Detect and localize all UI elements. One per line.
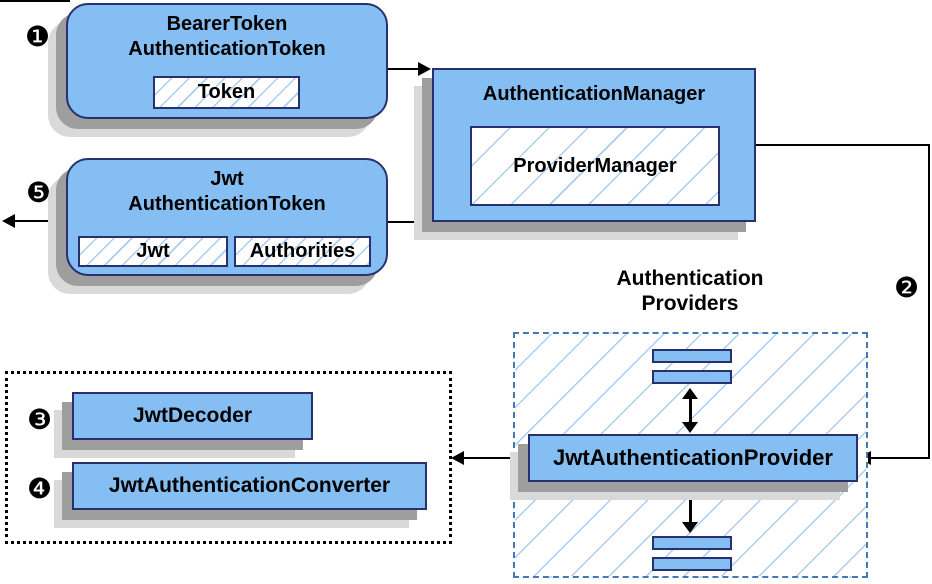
- flow-line-manager-to-jwt: [388, 221, 433, 223]
- bearer-token-box-title: BearerToken AuthenticationToken: [68, 12, 386, 62]
- step-1-badge: ❶: [25, 21, 51, 52]
- provider-manager-chip: ProviderManager: [470, 126, 720, 206]
- authentication-manager-box: AuthenticationManager ProviderManager: [432, 68, 756, 222]
- jwt-token-box-title: Jwt AuthenticationToken: [68, 167, 386, 217]
- authorities-chip: Authorities: [234, 236, 371, 267]
- jwt-decoder-box: JwtDecoder: [72, 392, 313, 440]
- arrow-right-icon: [418, 62, 431, 76]
- bearer-token-title-line2: AuthenticationToken: [128, 38, 326, 60]
- providers-label-line1: Authentication: [616, 267, 764, 290]
- jwt-authentication-token-box: Jwt AuthenticationToken Jwt Authorities: [66, 158, 388, 276]
- jwt-authentication-converter-box: JwtAuthenticationConverter: [72, 462, 427, 510]
- arrow-up-icon: [682, 388, 698, 399]
- double-arrow-icon: [681, 485, 699, 533]
- flow-line-provider-to-decoders: [463, 457, 515, 459]
- authentication-providers-label: Authentication Providers: [565, 266, 815, 316]
- provider-placeholder-bar: [652, 536, 732, 550]
- provider-placeholder-bar: [652, 557, 732, 571]
- jwt-token-title-line2: AuthenticationToken: [128, 193, 326, 215]
- provider-placeholder-bar: [652, 349, 732, 363]
- flow-line-step2-vertical: [928, 144, 930, 459]
- decoder-group-box: [5, 371, 452, 544]
- arrow-left-icon: [451, 451, 464, 465]
- jwt-authentication-provider-box: JwtAuthenticationProvider: [528, 434, 858, 482]
- jwt-chip: Jwt: [78, 236, 228, 267]
- arrow-down-icon: [682, 422, 698, 433]
- flow-line-outgoing: [12, 220, 67, 222]
- flow-line-incoming: [0, 0, 70, 2]
- token-chip: Token: [153, 76, 300, 109]
- flow-line-bearer-to-manager: [388, 68, 420, 70]
- providers-label-line2: Providers: [641, 292, 739, 315]
- jwt-token-title-line1: Jwt: [210, 168, 244, 190]
- provider-placeholder-bar: [652, 370, 732, 384]
- flow-line-step2-horizontal: [754, 144, 930, 146]
- arrow-shaft: [688, 496, 692, 522]
- arrow-shaft: [688, 399, 692, 422]
- authentication-manager-title: AuthenticationManager: [482, 83, 706, 105]
- double-arrow-icon: [681, 388, 699, 433]
- arrow-left-icon: [2, 214, 15, 228]
- step-4-badge: ❹: [27, 473, 53, 504]
- arrow-down-icon: [682, 522, 698, 533]
- step-2-badge: ❷: [894, 272, 920, 303]
- bearer-token-authentication-token-box: BearerToken AuthenticationToken Token: [66, 3, 388, 119]
- flow-line-step2-into-provider: [869, 457, 930, 459]
- bearer-token-title-line1: BearerToken: [166, 13, 288, 35]
- arrow-up-icon: [682, 485, 698, 496]
- step-5-badge: ❺: [26, 177, 52, 208]
- step-3-badge: ❸: [27, 404, 53, 435]
